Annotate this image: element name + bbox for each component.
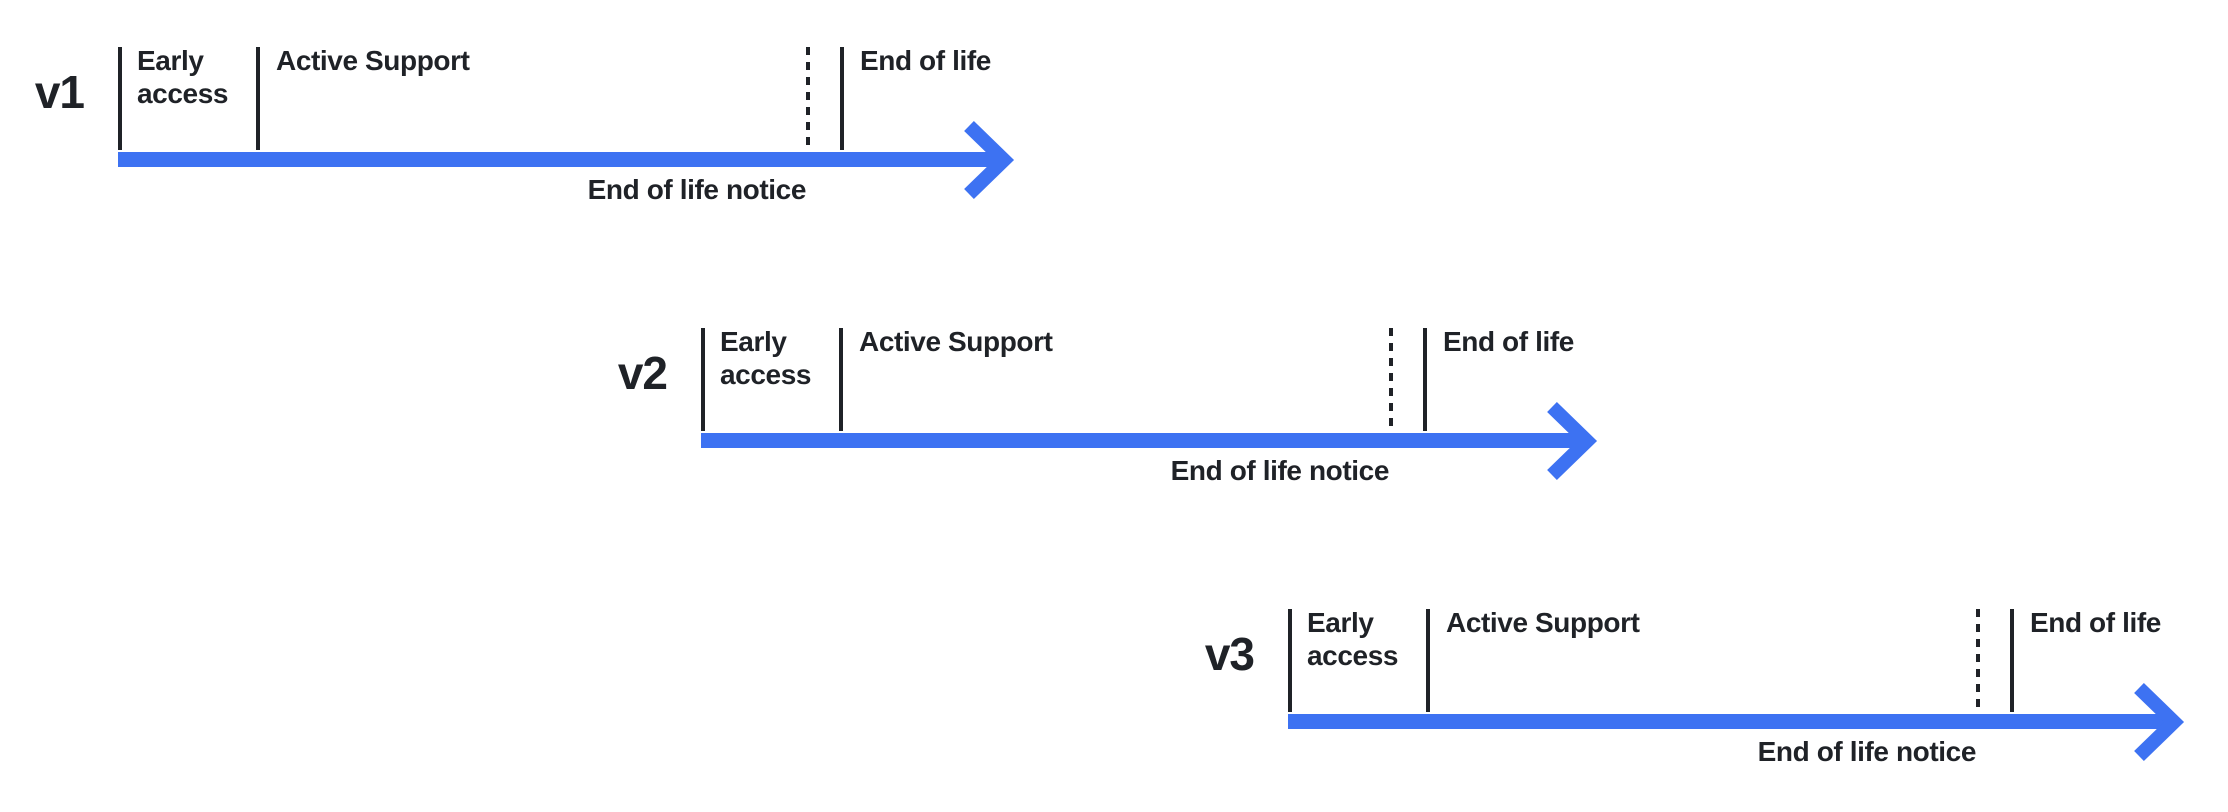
version-label: v2 [617, 347, 668, 399]
active-support-label: Active Support [859, 326, 1053, 357]
version-label: v3 [1204, 628, 1255, 680]
timeline-v2: v2 Early access Active Support End of li… [618, 326, 1621, 523]
arrow-head-icon [1547, 401, 1598, 481]
arrow-shaft [1288, 714, 2165, 729]
timeline-v3: v3 Early access Active Support End of li… [1205, 607, 2208, 804]
end-of-life-tick [840, 47, 844, 150]
version-label: v1 [34, 66, 85, 118]
active-support-label: Active Support [1446, 607, 1640, 638]
active-support-label: Active Support [276, 45, 470, 76]
end-of-life-notice-label: End of life notice [587, 174, 807, 205]
early-access-start-tick [701, 328, 705, 431]
eol-notice-dashed-tick [806, 47, 810, 150]
eol-notice-dashed-tick [1389, 328, 1393, 431]
arrow-shaft [118, 152, 995, 167]
end-of-life-label: End of life [860, 45, 991, 76]
early-access-start-tick [118, 47, 122, 150]
end-of-life-notice-label: End of life notice [1170, 455, 1390, 486]
end-of-life-label: End of life [1443, 326, 1574, 357]
end-of-life-tick [1423, 328, 1427, 431]
active-support-start-tick [256, 47, 260, 150]
eol-notice-dashed-tick [1976, 609, 1980, 712]
early-access-start-tick [1288, 609, 1292, 712]
active-support-start-tick [1426, 609, 1430, 712]
timeline-arrow [1288, 682, 2185, 762]
early-access-label: Early access [1307, 607, 1399, 671]
timeline-arrow [701, 401, 1598, 481]
arrow-head-icon [2134, 682, 2185, 762]
arrow-shaft [701, 433, 1578, 448]
arrow-head-icon [964, 120, 1015, 200]
timeline-arrow [118, 120, 1015, 200]
early-access-label: Early access [137, 45, 229, 109]
early-access-label: Early access [720, 326, 812, 390]
end-of-life-tick [2010, 609, 2014, 712]
end-of-life-notice-label: End of life notice [1757, 736, 1977, 767]
end-of-life-label: End of life [2030, 607, 2161, 638]
active-support-start-tick [839, 328, 843, 431]
timeline-v1: v1 Early access Active Support End of li… [35, 45, 1038, 242]
